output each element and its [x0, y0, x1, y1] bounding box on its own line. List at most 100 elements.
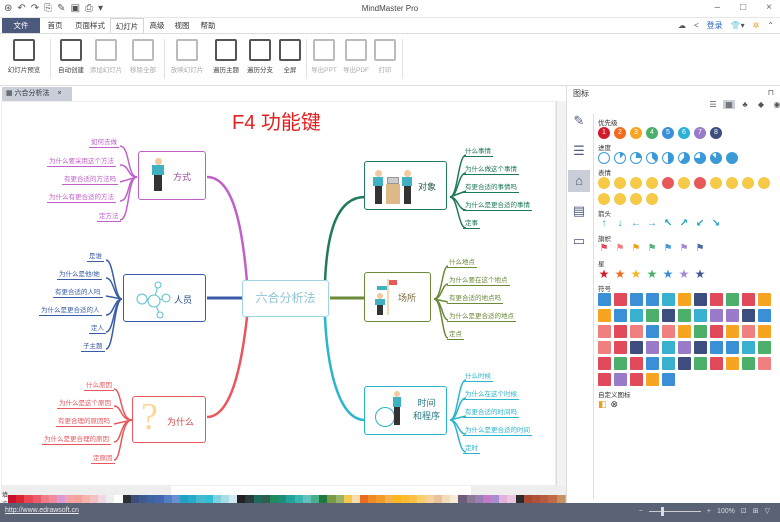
tag-icon[interactable]: ◆ — [757, 100, 765, 109]
priority-8-icon[interactable]: 8 — [710, 127, 722, 139]
star-icon[interactable]: ★ — [614, 267, 626, 281]
symbol-icon[interactable] — [614, 325, 627, 338]
emoji-icon[interactable] — [662, 177, 674, 189]
symbol-icon[interactable] — [710, 325, 723, 338]
color-swatch[interactable] — [245, 495, 254, 503]
color-swatch[interactable] — [163, 495, 172, 503]
symbol-icon[interactable] — [598, 373, 611, 386]
color-swatch[interactable] — [106, 495, 115, 503]
color-swatch[interactable] — [40, 495, 49, 503]
symbol-icon[interactable] — [598, 341, 611, 354]
priority-5-icon[interactable]: 5 — [662, 127, 674, 139]
symbol-icon[interactable] — [726, 293, 739, 306]
color-swatch[interactable] — [98, 495, 107, 503]
flag-icon[interactable]: ⚑ — [615, 243, 625, 254]
color-swatch[interactable] — [16, 495, 25, 503]
color-swatch[interactable] — [540, 495, 549, 503]
undo-icon[interactable]: ↶ — [17, 3, 26, 14]
theme-icon[interactable]: 👕▾ — [730, 20, 745, 30]
color-swatch[interactable] — [179, 495, 189, 503]
color-swatch[interactable] — [294, 495, 303, 503]
redo-icon[interactable]: ↷ — [30, 3, 40, 14]
custom-icon-image[interactable]: ◧ — [598, 399, 607, 409]
priority-1-icon[interactable]: 1 — [598, 127, 610, 139]
symbol-icon[interactable] — [662, 357, 675, 370]
arrow-icon[interactable]: ↙ — [695, 218, 705, 229]
website-link[interactable]: http://www.edrawsoft.cn — [5, 507, 79, 514]
leaf[interactable]: 有更合适的事情吗 — [463, 181, 519, 193]
symbol-icon[interactable] — [742, 325, 755, 338]
export-pdf-button[interactable]: 导出PDF — [340, 39, 372, 74]
color-swatch[interactable] — [433, 495, 442, 503]
color-swatch[interactable] — [204, 495, 213, 503]
leaf[interactable]: 定方法 — [97, 210, 121, 222]
traverse-topic-button[interactable]: 遍历主题 — [210, 39, 242, 74]
symbol-icon[interactable] — [710, 341, 723, 354]
topic-shijian[interactable]: 时间 和程序 — [364, 386, 447, 435]
leaf[interactable]: 是谁 — [87, 250, 104, 262]
icons-tab[interactable]: ⌂ — [568, 170, 590, 192]
symbol-icon[interactable] — [742, 309, 755, 322]
arrow-icon[interactable]: ↖ — [663, 218, 673, 229]
star-icon[interactable]: ★ — [678, 267, 690, 281]
print-button[interactable]: 打印 — [372, 39, 398, 74]
progress-icon[interactable] — [630, 152, 642, 164]
color-swatch[interactable] — [171, 495, 180, 503]
paste-icon[interactable]: ⎘ — [44, 3, 53, 14]
progress-icon[interactable] — [710, 152, 722, 164]
leaf[interactable]: 什么时候 — [463, 370, 493, 382]
symbol-icon[interactable] — [710, 357, 723, 370]
app-logo-icon[interactable]: ⊛ — [4, 3, 13, 14]
calendar-tab[interactable]: ▭ — [572, 233, 586, 248]
symbol-icon[interactable] — [726, 309, 739, 322]
leaf[interactable]: 有更合理的原因吗 — [56, 415, 112, 427]
arrow-icon[interactable]: ↑ — [601, 218, 607, 229]
leaf[interactable]: 有更合适的地点吗 — [447, 292, 503, 304]
flag-icon[interactable]: ⚑ — [663, 243, 673, 254]
symbol-icon[interactable] — [646, 309, 659, 322]
flag-icon[interactable]: ⚑ — [599, 243, 609, 254]
leaf[interactable]: 为什么在这个时候 — [463, 388, 519, 400]
arrow-icon[interactable]: → — [647, 218, 657, 229]
leaf[interactable]: 定事 — [463, 217, 480, 229]
symbol-icon[interactable] — [694, 309, 707, 322]
color-swatch[interactable] — [384, 495, 393, 503]
doc-tab[interactable]: ▦ 六合分析法 × — [2, 87, 72, 101]
cloud-icon[interactable]: ☁ — [677, 20, 686, 30]
color-swatch[interactable] — [425, 495, 434, 503]
color-swatch[interactable] — [130, 495, 140, 503]
central-topic[interactable]: 六合分析法 — [242, 280, 329, 317]
color-swatch[interactable] — [507, 495, 516, 503]
color-swatch[interactable] — [122, 495, 131, 503]
color-swatch[interactable] — [196, 495, 205, 503]
star-icon[interactable]: ★ — [630, 267, 642, 281]
emoji-icon[interactable] — [646, 193, 658, 205]
play-slides-button[interactable]: 放映幻灯片 — [168, 39, 206, 74]
color-swatch[interactable] — [376, 495, 385, 503]
menu-help[interactable]: 帮助 — [200, 21, 216, 30]
color-swatch[interactable] — [89, 495, 99, 503]
symbol-icon[interactable] — [694, 341, 707, 354]
color-swatch[interactable] — [270, 495, 279, 503]
color-swatch[interactable] — [523, 495, 533, 503]
color-swatch[interactable] — [139, 495, 148, 503]
topic-renyuan[interactable]: 人员 — [123, 274, 206, 322]
leaf[interactable]: 为什么是更合适的人 — [39, 304, 102, 316]
horizontal-scrollbar[interactable] — [1, 486, 566, 495]
leaf[interactable]: 如何去做 — [89, 136, 119, 148]
color-swatch[interactable] — [310, 495, 320, 503]
color-swatch[interactable] — [261, 495, 271, 503]
emoji-icon[interactable] — [614, 193, 626, 205]
arrow-icon[interactable]: ↗ — [679, 218, 689, 229]
color-swatch[interactable] — [73, 495, 82, 503]
symbol-icon[interactable] — [678, 357, 691, 370]
color-swatch[interactable] — [114, 495, 123, 503]
leaf[interactable]: 为什么做这个事情 — [463, 163, 519, 175]
priority-3-icon[interactable]: 3 — [630, 127, 642, 139]
color-swatch[interactable] — [8, 495, 17, 503]
color-swatch[interactable] — [32, 495, 41, 503]
symbol-icon[interactable] — [710, 309, 723, 322]
flag-icon[interactable]: ⚑ — [631, 243, 641, 254]
color-swatch[interactable] — [229, 495, 238, 503]
emoji-icon[interactable] — [598, 177, 610, 189]
